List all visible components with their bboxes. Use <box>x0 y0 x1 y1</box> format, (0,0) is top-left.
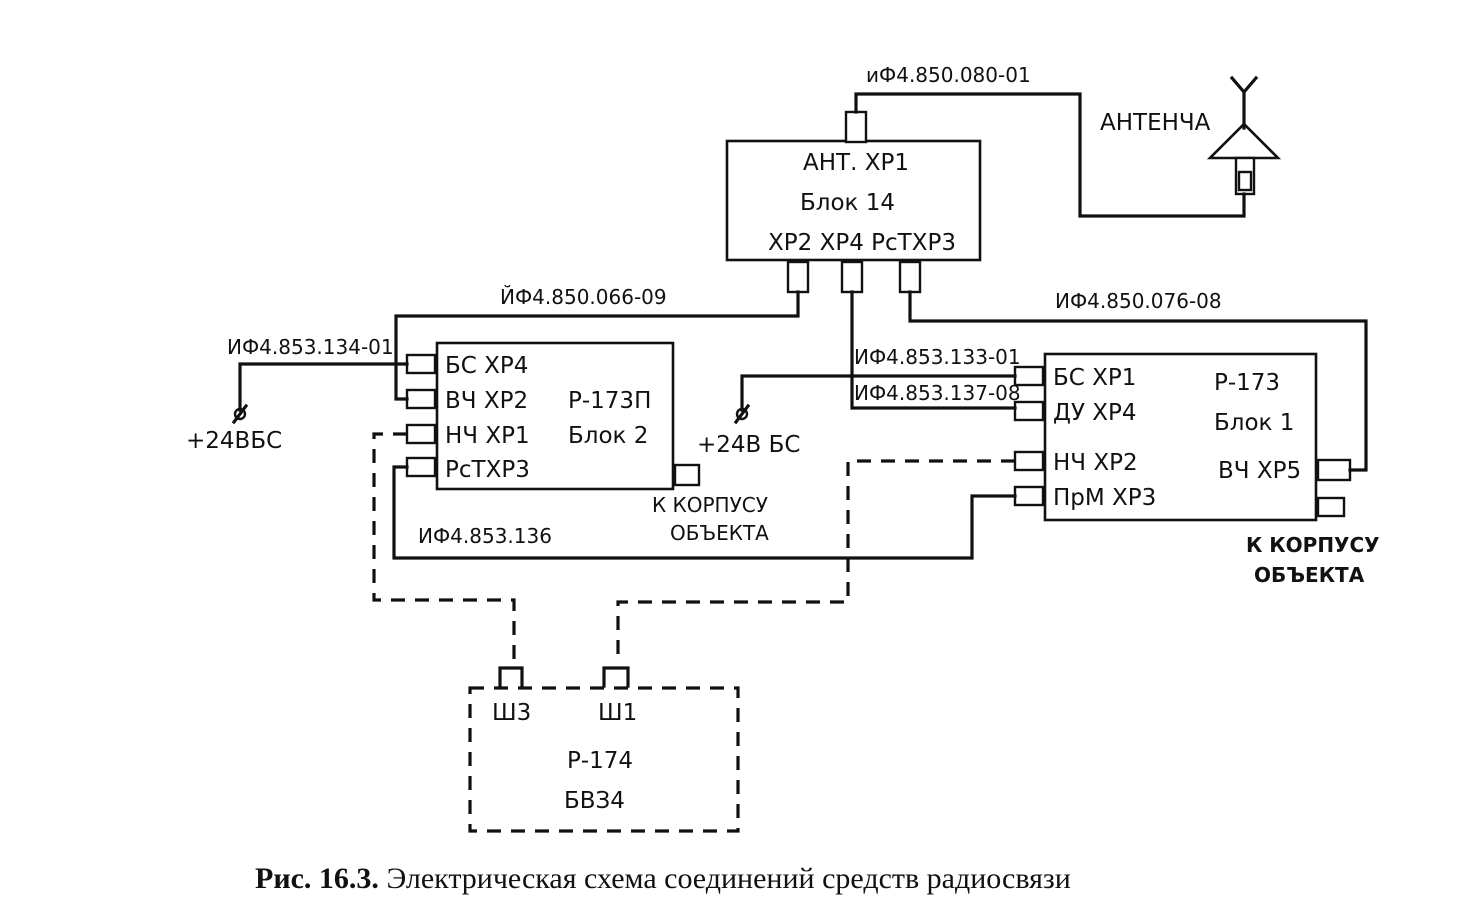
power-left-label: +24ВБС <box>186 428 282 454</box>
blok14-title: Блок 14 <box>800 190 895 216</box>
antenna-label: АНТЕНЧА <box>1100 110 1211 136</box>
power-terminals <box>231 403 751 425</box>
cable-label-136: ИФ4.853.136 <box>418 524 552 548</box>
r174-conn-sh3: Ш3 <box>492 700 531 726</box>
antenna <box>1206 75 1282 216</box>
r173p-ground-1: К КОРПУСУ <box>652 493 768 517</box>
r173p-port-bs: БС ХР4 <box>445 353 528 379</box>
r173-subtitle: Блок 1 <box>1214 410 1294 436</box>
r174-box <box>468 666 740 833</box>
r174-title: Р-174 <box>567 748 633 774</box>
r173-port-vch: ВЧ ХР5 <box>1218 458 1301 484</box>
r173-port-du: ДУ ХР4 <box>1053 400 1137 426</box>
power-right-label: +24В БС <box>697 432 800 458</box>
dashed-wiring <box>372 432 1015 660</box>
cable-label-066: ЙФ4.850.066-09 <box>500 285 667 309</box>
cable-label-137: ИФ4.853.137-08 <box>854 381 1021 405</box>
r173-port-prm: ПрМ ХР3 <box>1053 485 1156 511</box>
r173-port-nch: НЧ ХР2 <box>1053 450 1138 476</box>
r173-port-bs: БС ХР1 <box>1053 365 1136 391</box>
blok14-ant-port: АНТ. ХР1 <box>803 150 909 176</box>
r173-box <box>1013 352 1352 522</box>
wiring <box>238 92 1368 560</box>
r173p-port-nch: НЧ ХР1 <box>445 423 530 449</box>
r173p-port-vch: ВЧ ХР2 <box>445 388 528 414</box>
r174-subtitle: БВЗ4 <box>564 788 625 814</box>
r173p-ground-2: ОБЪЕКТА <box>670 521 769 545</box>
cable-label-076: ИФ4.850.076-08 <box>1055 289 1222 313</box>
r174-conn-sh1: Ш1 <box>598 700 637 726</box>
cable-label-080: иФ4.850.080-01 <box>866 63 1031 87</box>
cable-label-133: ИФ4.853.133-01 <box>854 345 1021 369</box>
r173-ground-1: К КОРПУСУ <box>1246 533 1380 557</box>
r173p-title: Р-173П <box>568 388 651 414</box>
caption-number: Рис. 16.3. <box>255 862 379 895</box>
blok14-ports: ХР2 ХР4 РсТХР3 <box>768 230 956 256</box>
r173-ground-2: ОБЪЕКТА <box>1254 563 1365 587</box>
caption-text: Электрическая схема соединений средств р… <box>379 862 1071 895</box>
r173p-port-rst: РсТХР3 <box>445 457 530 483</box>
r173-title: Р-173 <box>1214 370 1280 396</box>
r173p-subtitle: Блок 2 <box>568 423 648 449</box>
r173p-box <box>405 341 701 491</box>
cable-label-134: ИФ4.853.134-01 <box>227 335 394 359</box>
figure-caption: Рис. 16.3. Электрическая схема соединени… <box>255 862 1071 895</box>
